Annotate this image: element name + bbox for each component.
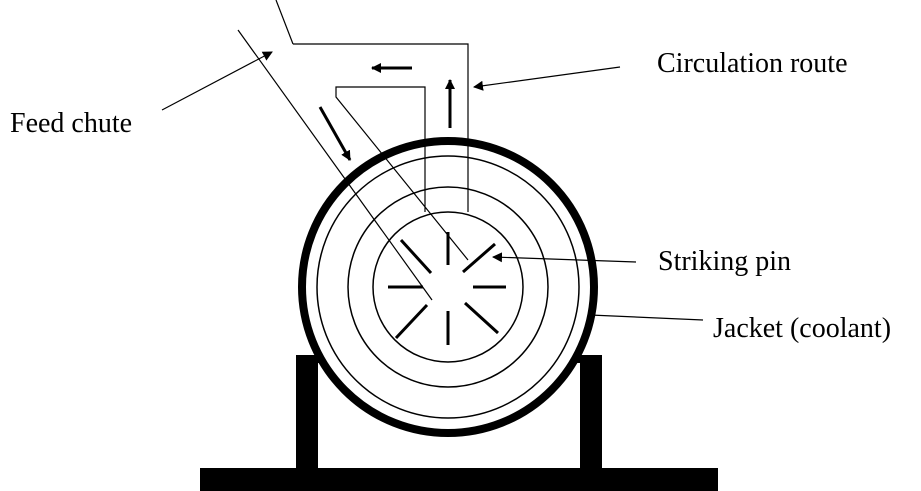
- grinding-chamber-wall: [347, 186, 549, 388]
- label-striking-pin: Striking pin: [658, 246, 792, 277]
- flow-arrows: [318, 63, 455, 161]
- circulation-duct-inner: [335, 86, 469, 261]
- left-support-leg: [296, 357, 318, 469]
- label-jacket-coolant: Jacket (coolant): [713, 313, 892, 344]
- striking-pin-upper-left: [399, 238, 433, 275]
- leader-jacket: [589, 314, 704, 321]
- feed-chute: [237, 0, 469, 301]
- feed-chute-inner-wall: [275, 0, 294, 45]
- leader-circulation-route: [473, 66, 621, 91]
- jacket-outer-shell: [298, 137, 598, 437]
- striking-pin-lower-left: [394, 303, 429, 340]
- label-circulation-route: Circulation route: [657, 48, 848, 79]
- flow-arrow-down: [318, 106, 352, 161]
- left-support-top: [296, 355, 330, 363]
- right-support-leg: [580, 357, 602, 469]
- leader-striking-pin: [492, 252, 637, 263]
- base-plate: [200, 468, 718, 491]
- jacket-inner-wall: [316, 155, 580, 419]
- right-support-top: [568, 355, 602, 363]
- label-feed-chute: Feed chute: [10, 108, 133, 139]
- rotor-disc: [372, 211, 524, 363]
- leader-feed-chute: [161, 51, 273, 111]
- striking-pin-upper-right: [462, 242, 496, 274]
- leader-lines: [161, 51, 704, 321]
- striking-pin-lower-right: [463, 301, 500, 335]
- feed-chute-outer-wall: [237, 29, 433, 301]
- circulation-duct-outer: [293, 43, 469, 212]
- striking-pins: [388, 232, 506, 345]
